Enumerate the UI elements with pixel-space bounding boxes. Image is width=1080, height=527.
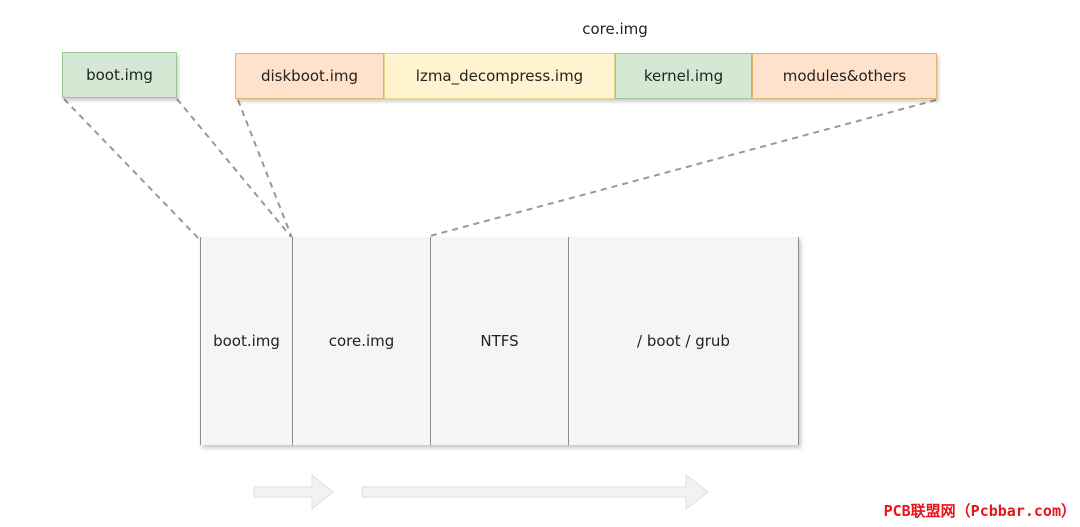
diskboot-img-box: diskboot.img: [235, 53, 384, 99]
segment-ntfs: NTFS: [431, 237, 569, 445]
top-boot-img-box: boot.img: [62, 52, 177, 98]
connector-boot-right: [176, 98, 293, 239]
kernel-img-label: kernel.img: [643, 67, 724, 85]
top-boot-img-label: boot.img: [86, 66, 153, 84]
segment-boot-img: boot.img: [201, 237, 293, 445]
core-img-title: core.img: [582, 20, 648, 38]
connector-core-left: [237, 99, 293, 239]
segment-core-img: core.img: [293, 237, 431, 445]
kernel-img-box: kernel.img: [615, 53, 752, 99]
segment-core-img-label: core.img: [328, 332, 395, 350]
modules-others-box: modules&others: [752, 53, 937, 99]
modules-others-label: modules&others: [782, 67, 907, 85]
watermark: PCB联盟网（Pcbbar.com）: [883, 502, 1076, 520]
segment-boot-img-label: boot.img: [213, 332, 280, 350]
long-arrow-icon: [361, 473, 709, 511]
short-arrow-icon: [253, 473, 334, 511]
lzma-decompress-img-label: lzma_decompress.img: [415, 67, 584, 85]
lzma-decompress-img-box: lzma_decompress.img: [384, 53, 615, 99]
segment-boot-grub: / boot / grub: [569, 237, 798, 445]
diskboot-img-label: diskboot.img: [260, 67, 359, 85]
segment-boot-grub-label: / boot / grub: [637, 332, 730, 350]
segment-ntfs-label: NTFS: [480, 332, 519, 350]
